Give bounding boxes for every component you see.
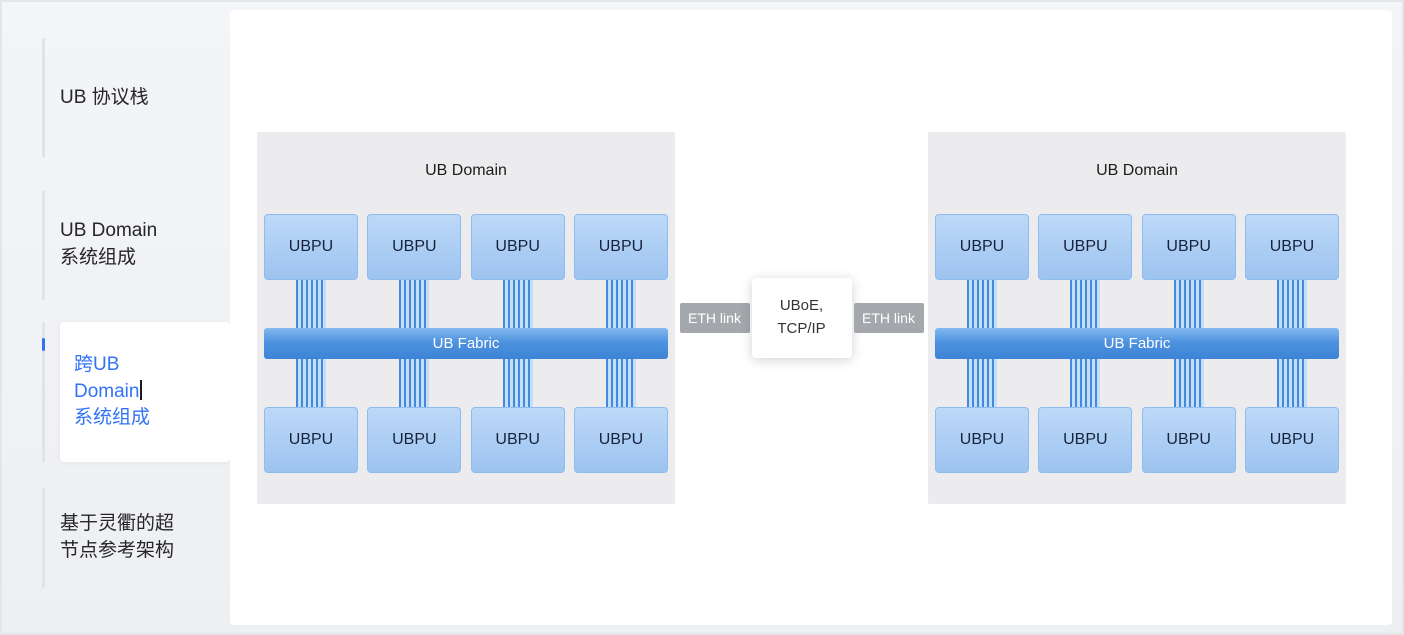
ubpu-box: UBPU [1141,213,1236,280]
ubpu-box: UBPU [573,406,668,473]
ubpu-box: UBPU [573,213,668,280]
link-row-top [264,279,668,328]
nav-track [42,38,45,158]
domain-title: UB Domain [425,161,507,179]
ub-link-icon [1070,358,1101,407]
ub-link-icon [502,279,533,328]
sidebar-item-cross-ub-domain-composition[interactable]: 跨UB Domain 系统组成 [42,322,230,462]
text-cursor [140,379,143,400]
ub-link-icon [502,358,533,407]
ubpu-row-top: UBPU UBPU UBPU UBPU [935,213,1339,280]
ub-link-icon [1276,279,1307,328]
ub-link-icon [296,279,326,328]
sidebar-item-ub-protocol-stack[interactable]: UB 协议栈 [42,38,230,158]
ub-link-icon [605,358,636,407]
link-row-bottom [264,358,668,407]
label-after-cursor: 系统组成 [74,407,151,429]
ubpu-box: UBPU [367,213,462,280]
ubpu-box: UBPU [367,406,462,473]
label-before-cursor: 跨UB Domain [74,353,140,402]
active-item-card: 跨UB Domain 系统组成 [60,322,230,462]
eth-link-label-left: ETH link [679,302,750,333]
ubpu-box: UBPU [935,213,1029,280]
content-panel: UB Domain UBPU UBPU UBPU UBPU UB Fabric [230,10,1392,625]
ub-link-icon [1173,358,1204,407]
ubpu-box: UBPU [470,213,565,280]
ubpu-box: UBPU [935,406,1029,473]
ubpu-row-bottom: UBPU UBPU UBPU UBPU [264,406,668,473]
ub-fabric-bar: UB Fabric [264,327,668,359]
ubpu-box: UBPU [1038,406,1133,473]
ub-link-icon [1173,279,1204,328]
ub-link-icon [1276,358,1307,407]
ub-link-icon [1070,279,1101,328]
ub-link-icon [967,279,997,328]
uboe-tcpip-box: UBoE, TCP/IP [751,277,852,358]
ubpu-box: UBPU [264,406,358,473]
cross-ub-domain-diagram: UB Domain UBPU UBPU UBPU UBPU UB Fabric [230,10,1392,625]
ubpu-box: UBPU [1141,406,1236,473]
ubpu-box: UBPU [1244,406,1339,473]
ubpu-box: UBPU [1038,213,1133,280]
nav-track [42,322,45,462]
ub-domain-left: UB Domain UBPU UBPU UBPU UBPU UB Fabric [257,131,675,504]
ubpu-box: UBPU [264,213,358,280]
ub-link-icon [399,279,430,328]
sidebar-item-label: 基于灵衢的超 节点参考架构 [60,513,175,561]
sidebar-item-label: UB Domain 系统组成 [60,220,158,268]
sidebar-item-label: 跨UB Domain 系统组成 [74,352,150,433]
link-row-bottom [935,358,1339,407]
ub-fabric-bar: UB Fabric [935,327,1339,359]
ub-link-icon [296,358,326,407]
sidebar: UB 协议栈 UB Domain 系统组成 跨UB Domain 系统组成 基于… [2,2,230,633]
nav-track [42,190,45,300]
sidebar-item-label: UB 协议栈 [60,86,149,108]
ub-link-icon [399,358,430,407]
ubpu-box: UBPU [470,406,565,473]
domain-title: UB Domain [1096,161,1178,179]
eth-link-label-right: ETH link [853,302,924,333]
inter-domain-connector: ETH link UBoE, TCP/IP ETH link [675,277,928,358]
ubpu-row-top: UBPU UBPU UBPU UBPU [264,213,668,280]
ub-link-icon [605,279,636,328]
ub-link-icon [967,358,997,407]
ubpu-row-bottom: UBPU UBPU UBPU UBPU [935,406,1339,473]
sidebar-item-lingqu-supernode-architecture[interactable]: 基于灵衢的超 节点参考架构 [42,488,230,588]
active-indicator [42,338,45,351]
nav-track [42,488,45,588]
sidebar-item-ub-domain-composition[interactable]: UB Domain 系统组成 [42,190,230,300]
link-row-top [935,279,1339,328]
ub-domain-right: UB Domain UBPU UBPU UBPU UBPU UB Fabric [928,131,1346,504]
ubpu-box: UBPU [1244,213,1339,280]
